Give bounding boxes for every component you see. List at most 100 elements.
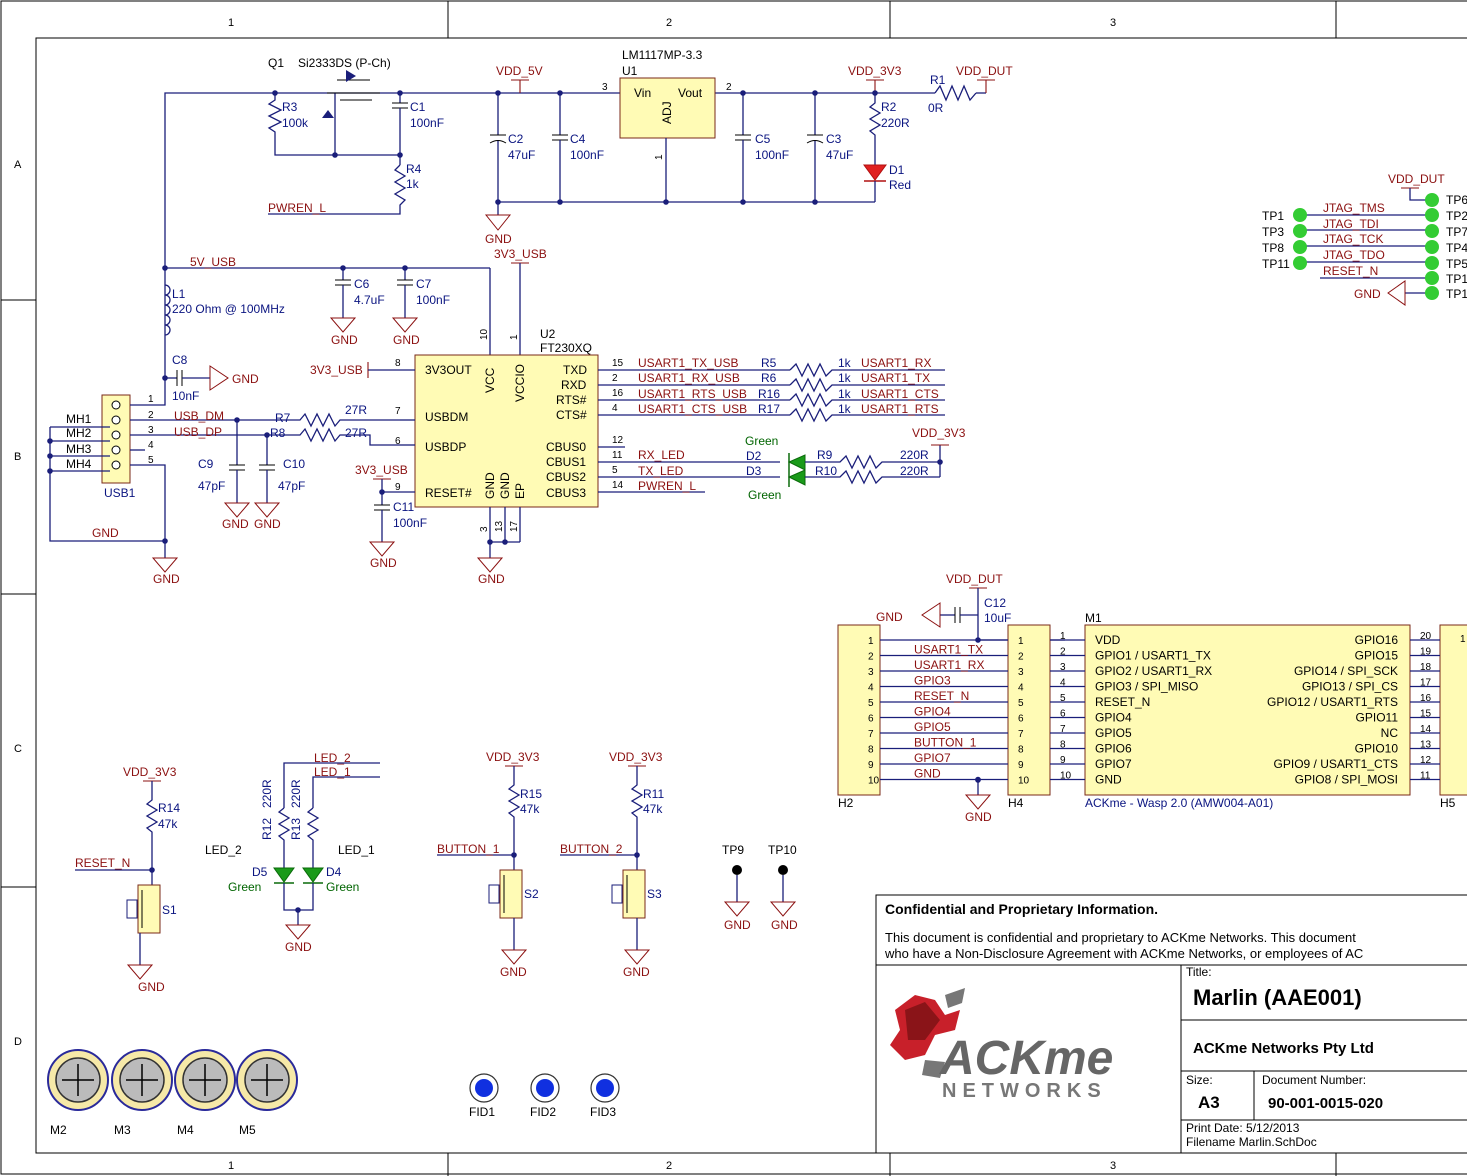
svg-text:7: 7 (395, 406, 401, 417)
fiducial-dot (536, 1079, 554, 1097)
u2-pin-rts: RTS# (556, 393, 587, 407)
tp7-label: TP7 (1446, 225, 1467, 239)
d4-value: Green (326, 880, 359, 894)
m1-left-pin-name: GPIO3 / SPI_MISO (1095, 680, 1198, 694)
svg-text:1: 1 (654, 154, 665, 160)
zone-row-d: D (14, 1036, 22, 1048)
r13-ref: R13 (289, 818, 303, 840)
pwren-l-net-b: PWREN_L (638, 479, 696, 493)
svg-text:12: 12 (612, 435, 624, 446)
gnd-label-c12: GND (876, 610, 903, 624)
gnd-label-s2: GND (500, 965, 527, 979)
c7-ref: C7 (416, 277, 432, 291)
h5-ref: H5 (1440, 796, 1456, 810)
h4-pin-number: 8 (1018, 745, 1024, 756)
c12-ref: C12 (984, 596, 1006, 610)
u1-pin-vout: Vout (678, 86, 703, 100)
usb-power-section: 5V_USB GND GND C6 4.7uF C7 100nF L1 220 … (162, 247, 547, 355)
gnd-label-h4: GND (965, 810, 992, 824)
m1-left-pin-name: GND (1095, 773, 1122, 787)
3v3-usb-net-left: 3V3_USB (310, 363, 363, 377)
d2-value: Green (745, 434, 778, 448)
r2-ref: R2 (881, 100, 897, 114)
h2-net-label: GPIO3 (914, 674, 951, 688)
m1-left-pin-name: VDD (1095, 633, 1121, 647)
m1-left-pin-name: GPIO5 (1095, 726, 1132, 740)
h4-pin-number: 7 (1018, 729, 1024, 740)
tp1y-label: TP1 (1446, 287, 1467, 301)
button-2-net: BUTTON_2 (560, 842, 623, 856)
h2-ref: H2 (838, 796, 854, 810)
h2-pin-number: 6 (868, 714, 874, 725)
h4-pin-number: 1 (1018, 636, 1024, 647)
usart1-cts-net-u2: USART1_CTS (861, 387, 939, 401)
m1-right-pin-number: 13 (1420, 740, 1432, 751)
vdd-3v3-net-a: VDD_3V3 (848, 64, 902, 78)
wasp-module-section: VDD_DUT GND C12 10uF H2 H4 M1 ACKme - Wa… (837, 572, 1467, 824)
r2-value: 220R (881, 116, 910, 130)
c6-ref: C6 (354, 277, 370, 291)
gnd-label-tp: GND (1354, 287, 1381, 301)
s3-body (622, 869, 646, 919)
h2-net-label: GPIO5 (914, 720, 951, 734)
u1-value: LM1117MP-3.3 (622, 48, 703, 62)
h2-pin-number: 2 (868, 652, 874, 663)
h2-pin-number: 10 (868, 776, 880, 787)
u2-pin-cbus3: CBUS3 (546, 486, 586, 500)
tp1-label: TP1 (1262, 209, 1284, 223)
m1-right-pin-number: 17 (1420, 678, 1432, 689)
h4-pin-number: 4 (1018, 683, 1024, 694)
u2-pin-3v3out: 3V3OUT (425, 363, 472, 377)
c11-ref: C11 (393, 500, 414, 514)
vdd-3v3-net-s3: VDD_3V3 (609, 750, 663, 764)
m1-right-pin-number: 18 (1420, 662, 1432, 673)
r11-ref: R11 (643, 787, 664, 801)
3v3-usb-net-top: 3V3_USB (494, 247, 547, 261)
m1-ref: M1 (1085, 611, 1102, 625)
h4-pin-number: 5 (1018, 698, 1024, 709)
zone-col-1-bottom: 1 (228, 1160, 234, 1172)
3v3-usb-net-reset: 3V3_USB (355, 463, 408, 477)
tp6-label: TP6 (1446, 193, 1467, 207)
m1-right-pin-number: 16 (1420, 693, 1432, 704)
svg-text:4: 4 (612, 403, 618, 414)
c11-value: 100nF (393, 516, 427, 530)
gnd-label-c7: GND (393, 333, 420, 347)
usart1-rx-usb-net: USART1_RX_USB (638, 371, 740, 385)
tp11-label: TP11 (1262, 257, 1290, 271)
c10-value: 47pF (278, 479, 305, 493)
s2-ref: S2 (524, 887, 539, 901)
m1-left-pin-number: 8 (1060, 740, 1066, 751)
vdd-3v3-net-s1: VDD_3V3 (123, 765, 177, 779)
gnd-label-c8: GND (232, 372, 259, 386)
h4-body (1007, 624, 1051, 796)
m1-left-pin-name: GPIO2 / USART1_RX (1095, 664, 1212, 678)
usart1-rts-usb-net: USART1_RTS_USB (638, 387, 747, 401)
gnd-label-leds: GND (285, 940, 312, 954)
jtag-tdo-net: JTAG_TDO (1323, 248, 1385, 262)
d4-ref: D4 (326, 865, 342, 879)
fiducial-dot (475, 1079, 493, 1097)
c5-ref: C5 (755, 132, 771, 146)
h2-net-label: RESET_N (914, 689, 969, 703)
confidential-line-1: This document is confidential and propri… (885, 930, 1356, 945)
q1-value: Si2333DS (P-Ch) (298, 56, 391, 70)
vdd-dut-net-tp: VDD_DUT (1388, 172, 1445, 186)
l1-ref: L1 (172, 287, 186, 301)
fiducial-dot (596, 1079, 614, 1097)
r17-ref: R17 (758, 402, 780, 416)
reset-n-net-tp: RESET_N (1323, 264, 1378, 278)
fiducial-label: FID1 (469, 1105, 495, 1119)
gnd-label-c11: GND (370, 556, 397, 570)
u2-pin-cbus2: CBUS2 (546, 470, 586, 484)
usb1-pin-4: 4 (148, 440, 154, 451)
r8-value: 27R (345, 426, 367, 440)
jtag-tck-net: JTAG_TCK (1323, 232, 1383, 246)
filename: Filename Marlin.SchDoc (1186, 1135, 1317, 1149)
u2-pin-cts: CTS# (556, 408, 587, 422)
r1-ref: R1 (930, 73, 946, 87)
h2-pin-number: 1 (868, 636, 874, 647)
